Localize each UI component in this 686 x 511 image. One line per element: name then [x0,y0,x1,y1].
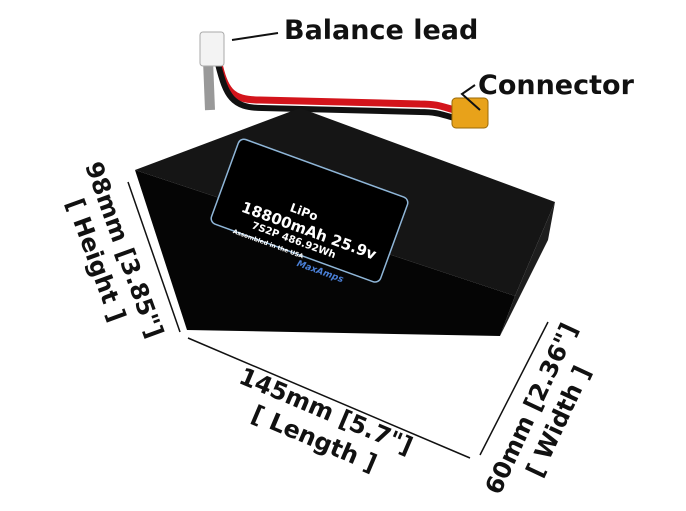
red-wire [214,59,456,114]
balance-wires [203,59,215,111]
balance-leader-line [231,32,279,41]
battery-label [210,138,409,283]
balance-lead-callout: Balance lead [284,15,479,46]
connector-leader-line [460,84,481,111]
battery-side-face [500,202,555,336]
balance-connector [199,31,225,67]
connector-callout: Connector [478,70,634,101]
width-dimension-line [479,321,549,456]
height-dimension-line [127,181,181,333]
black-wire [215,63,456,121]
length-dimension-line [187,337,471,459]
xt-connector [451,97,489,129]
